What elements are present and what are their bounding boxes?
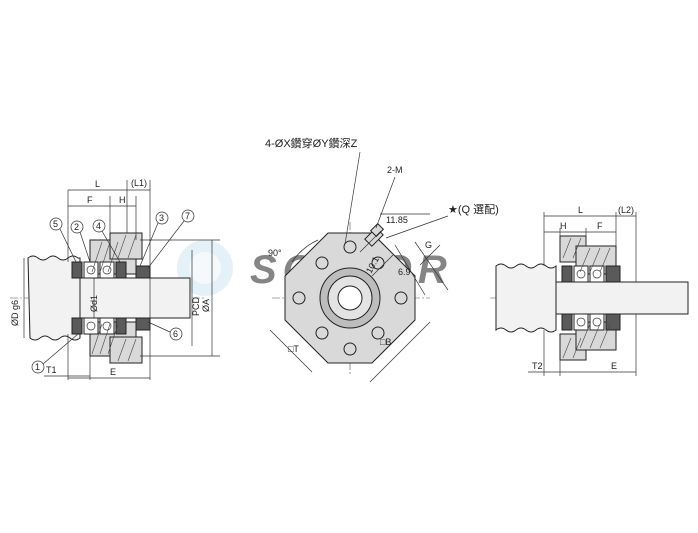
left-dim-d1: Ød1: [89, 295, 99, 312]
left-locknut-upper: [135, 265, 151, 279]
left-flange-upper: [109, 232, 143, 260]
left-dim-l1: (L1): [131, 178, 147, 188]
left-dim-f: F: [87, 195, 93, 205]
right-seal-lower: [605, 313, 621, 331]
right-dim-e: E: [611, 361, 617, 371]
front-note-holes: 4-ØX鑽穿ØY鑽深Z: [265, 136, 358, 150]
left-section-view: L (L1) F H T1 E ØD g6 Ød1 PCD ØA 5: [10, 178, 220, 380]
left-dim-t1: T1: [46, 365, 57, 375]
right-bearing-lower-2: [589, 313, 605, 331]
right-bearing-upper-1: [573, 265, 589, 283]
left-ball-upper-2: [102, 265, 112, 275]
right-spacer-lower: [561, 313, 573, 331]
front-bore: [337, 285, 363, 311]
callout-7: 7: [185, 211, 190, 221]
front-hole-bottom: [343, 342, 357, 356]
callout-2: 2: [74, 222, 79, 232]
front-view: 4-ØX鑽穿ØY鑽深Z 2-M ★(Q 選配) 90° 11.85 10.1 6…: [265, 136, 499, 383]
right-dim-l: L: [578, 205, 583, 215]
right-ballscrew-shaft: [495, 263, 557, 333]
front-hole-tl: [315, 256, 329, 270]
front-dim-g: G: [425, 240, 432, 250]
right-dim-f: F: [597, 221, 603, 231]
left-locknut-lower: [135, 317, 151, 331]
front-hole-bl: [315, 326, 329, 340]
left-dim-a: ØA: [201, 299, 211, 312]
front-hole-left: [292, 291, 306, 305]
left-shaft-journal: [79, 277, 191, 319]
callout-4: 4: [96, 221, 101, 231]
front-dim-11-85: 11.85: [386, 215, 408, 225]
left-spacer-lower: [115, 317, 127, 335]
left-dim-h: H: [119, 195, 126, 205]
front-dim-sq-b: □B: [380, 337, 391, 347]
left-bearing-upper-1: [83, 261, 99, 279]
left-spacer-upper: [115, 261, 127, 279]
left-bearing-upper-2: [99, 261, 115, 279]
left-ball-lower-2: [102, 321, 112, 331]
left-seal-lower: [71, 317, 83, 335]
front-hole-br: [371, 326, 385, 340]
callout-6: 6: [173, 329, 178, 339]
front-note-q: ★(Q 選配): [448, 203, 499, 216]
left-dim-d: ØD g6: [10, 300, 20, 326]
callout-5: 5: [53, 219, 58, 229]
right-section-view: L (L2) H F T2 E: [490, 205, 689, 376]
callout-1: 1: [35, 362, 40, 372]
front-hole-top: [343, 240, 357, 254]
left-seal-upper: [71, 261, 83, 279]
front-hole-right: [394, 291, 408, 305]
left-dim-l: L: [95, 179, 100, 189]
left-hatching: [91, 234, 137, 362]
left-callouts: 5 2 4 3 7 6 1: [31, 209, 195, 374]
right-dim-l2: (L2): [618, 205, 634, 215]
right-spacer-upper: [561, 265, 573, 283]
right-seal-upper: [605, 265, 621, 283]
watermark-logo-core: [189, 252, 221, 284]
front-grease-cap: [369, 222, 385, 238]
front-dim-sq-t: □T: [288, 344, 299, 354]
front-hole-tr: [371, 256, 385, 270]
left-dim-e: E: [110, 367, 116, 377]
callout-3: 3: [159, 213, 164, 223]
right-bearing-upper-2: [589, 265, 605, 283]
front-dim-6-9: 6.9: [398, 267, 411, 277]
front-angle-label: 90°: [268, 248, 282, 258]
left-flange-lower: [109, 336, 143, 364]
right-hatching: [562, 237, 611, 359]
left-ball-lower-1: [86, 321, 96, 331]
front-note-tap: 2-M: [387, 165, 403, 175]
right-bearing-lower-1: [573, 313, 589, 331]
left-ball-upper-1: [86, 265, 96, 275]
left-dim-pcd: PCD: [191, 296, 201, 316]
front-angle-arc: [291, 239, 319, 263]
right-dim-h: H: [560, 221, 567, 231]
right-shaft-journal: [555, 281, 689, 315]
left-bearing-lower-1: [83, 317, 99, 335]
right-dim-t2: T2: [532, 361, 543, 371]
left-bearing-lower-2: [99, 317, 115, 335]
